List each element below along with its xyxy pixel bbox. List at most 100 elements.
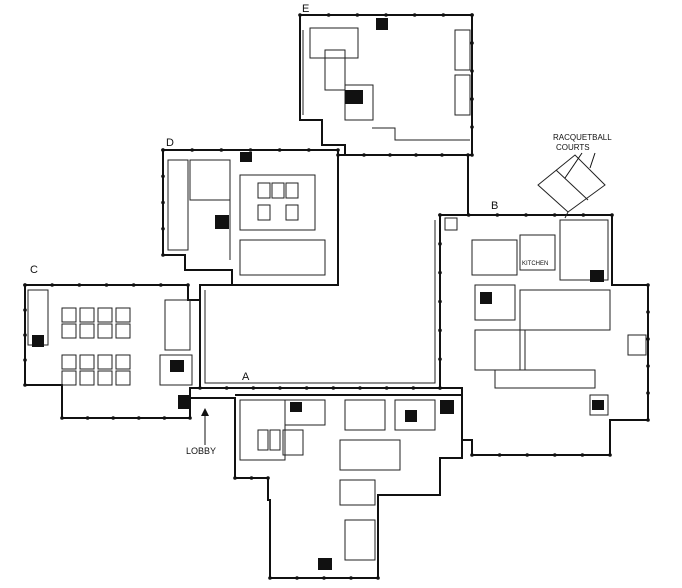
column-dot — [646, 391, 650, 395]
column-dot — [268, 576, 272, 580]
column-dot — [336, 148, 340, 152]
wing-south — [190, 394, 463, 579]
column-dot — [438, 386, 442, 390]
column-dot — [553, 453, 557, 457]
column-dot — [249, 476, 254, 480]
column-dot — [470, 125, 474, 129]
wing-label-c: C — [30, 264, 38, 276]
column-dot — [159, 283, 163, 287]
column-dot — [304, 386, 309, 390]
wing-label-b: B — [491, 200, 498, 212]
column-dot — [251, 386, 256, 390]
column-dot — [50, 283, 54, 287]
column-dot — [646, 283, 650, 287]
column-dot — [466, 213, 471, 217]
column-dot — [438, 242, 442, 246]
column-dot — [497, 453, 502, 457]
column-dot — [646, 337, 650, 341]
column-dot — [646, 310, 650, 314]
column-dot — [326, 13, 331, 17]
column-dot — [438, 299, 442, 304]
column-dot — [362, 153, 366, 157]
column-dot — [336, 153, 340, 157]
column-dot — [438, 328, 442, 333]
column-dot — [470, 453, 474, 457]
column-dot — [322, 576, 326, 580]
column-dot — [137, 416, 141, 420]
column-dot — [278, 386, 282, 390]
column-dot — [331, 386, 336, 390]
structural-columns — [23, 13, 650, 580]
column-dot — [414, 153, 418, 157]
column-dot — [161, 253, 165, 257]
column-dot — [161, 174, 165, 179]
column-dot — [161, 148, 165, 152]
racquetball-label-line2: COURTS — [556, 143, 590, 152]
racquetball-label-line1: RACQUETBALL — [553, 133, 612, 142]
column-dot — [388, 153, 392, 157]
column-dot — [104, 283, 109, 287]
column-dot — [440, 153, 444, 157]
column-dot — [248, 148, 253, 152]
column-dot — [219, 148, 224, 152]
column-dot — [412, 13, 417, 17]
column-dot — [525, 453, 529, 457]
column-dot — [438, 357, 442, 361]
lobby-label: LOBBY — [186, 446, 216, 456]
column-dot — [23, 308, 27, 312]
column-dot — [188, 416, 192, 420]
wing-e — [299, 14, 473, 156]
column-dot — [23, 383, 27, 387]
column-dot — [233, 476, 237, 480]
column-dot — [161, 200, 165, 205]
column-dot — [646, 418, 650, 422]
column-dot — [224, 386, 229, 390]
column-dot — [298, 13, 302, 17]
column-dot — [470, 153, 474, 157]
column-dot — [495, 213, 500, 217]
column-dot — [646, 364, 650, 368]
column-dot — [441, 13, 446, 17]
racquetball-arrow — [564, 152, 583, 179]
column-dot — [608, 453, 612, 457]
column-dot — [524, 213, 528, 217]
column-dot — [384, 13, 388, 17]
column-dot — [580, 453, 585, 457]
column-dot — [23, 358, 27, 362]
column-dot — [466, 153, 470, 157]
racquetball-courts — [537, 154, 606, 219]
wing-label-d: D — [166, 137, 174, 149]
column-dot — [349, 576, 353, 580]
column-dot — [438, 213, 442, 217]
column-dot — [295, 576, 299, 580]
column-dot — [77, 283, 82, 287]
column-dot — [161, 226, 165, 231]
wing-c — [24, 284, 201, 419]
column-dot — [266, 476, 270, 480]
column-dot — [198, 386, 202, 390]
column-dot — [277, 148, 282, 152]
column-dot — [111, 416, 115, 420]
column-dot — [384, 386, 389, 390]
column-dot — [355, 13, 360, 17]
lobby-arrowhead — [201, 408, 209, 416]
column-dot — [470, 69, 474, 73]
column-dot — [610, 213, 614, 217]
wing-d — [162, 149, 339, 286]
column-dot — [552, 213, 557, 217]
column-dot — [186, 283, 190, 287]
column-dot — [411, 386, 416, 390]
column-dot — [307, 148, 311, 152]
column-dot — [470, 97, 474, 101]
column-dot — [60, 416, 64, 420]
column-dot — [438, 270, 442, 275]
wing-label-e: E — [302, 3, 309, 15]
column-dot — [470, 13, 474, 17]
column-dot — [23, 333, 27, 337]
column-dot — [358, 386, 362, 390]
column-dot — [190, 148, 194, 152]
wing-b — [440, 214, 649, 456]
column-dot — [131, 283, 136, 287]
column-dot — [376, 576, 380, 580]
